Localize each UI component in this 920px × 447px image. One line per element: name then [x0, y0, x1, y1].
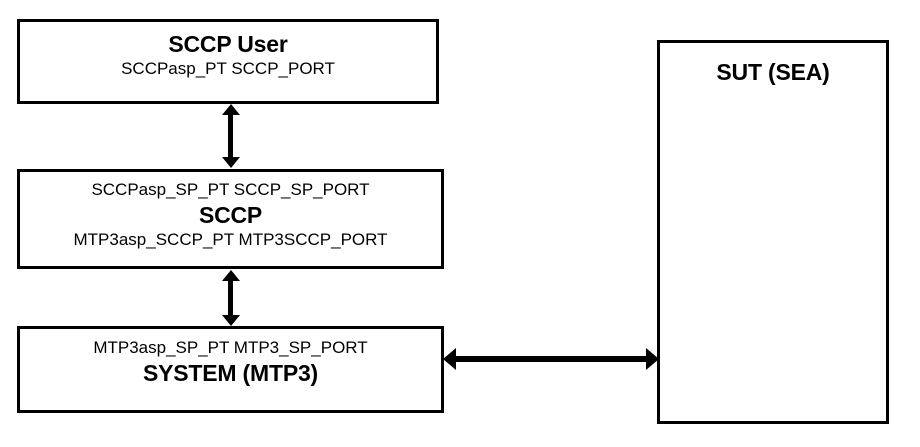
- box-sccp-text: SCCPasp_SP_PT SCCP_SP_PORT SCCP MTP3asp_…: [20, 179, 441, 251]
- box-sut-sea-text: SUT (SEA): [660, 58, 886, 86]
- box-sut-sea: SUT (SEA): [657, 40, 889, 424]
- connector-system-to-sut-double-arrow-icon: [443, 348, 659, 370]
- box-system-mtp3-title: SYSTEM (MTP3): [142, 360, 319, 386]
- box-system-mtp3-ports-line: MTP3asp_SP_PT MTP3_SP_PORT: [93, 338, 368, 357]
- box-sccp-lower-ports-line: MTP3asp_SCCP_PT MTP3SCCP_PORT: [73, 230, 388, 249]
- arrow-shaft: [453, 356, 649, 362]
- box-system-mtp3: MTP3asp_SP_PT MTP3_SP_PORT SYSTEM (MTP3): [17, 326, 444, 413]
- box-sccp-user-ports-line: SCCPasp_PT SCCP_PORT: [121, 59, 335, 78]
- box-sut-sea-title: SUT (SEA): [716, 59, 830, 85]
- box-sccp-title: SCCP: [198, 202, 263, 228]
- arrow-head-up-icon: [222, 270, 240, 281]
- box-sccp: SCCPasp_SP_PT SCCP_SP_PORT SCCP MTP3asp_…: [17, 169, 444, 269]
- box-sccp-user: SCCP User SCCPasp_PT SCCP_PORT: [17, 19, 439, 104]
- connector-user-to-sccp-double-arrow-icon: [221, 104, 241, 168]
- box-sccp-upper-ports-line: SCCPasp_SP_PT SCCP_SP_PORT: [91, 180, 370, 199]
- arrow-shaft: [228, 113, 233, 159]
- arrow-head-down-icon: [222, 157, 240, 168]
- arrow-head-right-icon: [646, 348, 659, 370]
- box-system-mtp3-text: MTP3asp_SP_PT MTP3_SP_PORT SYSTEM (MTP3): [20, 337, 441, 387]
- box-sccp-user-text: SCCP User SCCPasp_PT SCCP_PORT: [20, 30, 436, 80]
- connector-sccp-to-system-double-arrow-icon: [221, 270, 241, 326]
- arrow-head-up-icon: [222, 104, 240, 115]
- arrow-head-down-icon: [222, 315, 240, 326]
- arrow-shaft: [228, 279, 233, 317]
- box-sccp-user-title: SCCP User: [168, 31, 288, 57]
- arrow-head-left-icon: [443, 348, 456, 370]
